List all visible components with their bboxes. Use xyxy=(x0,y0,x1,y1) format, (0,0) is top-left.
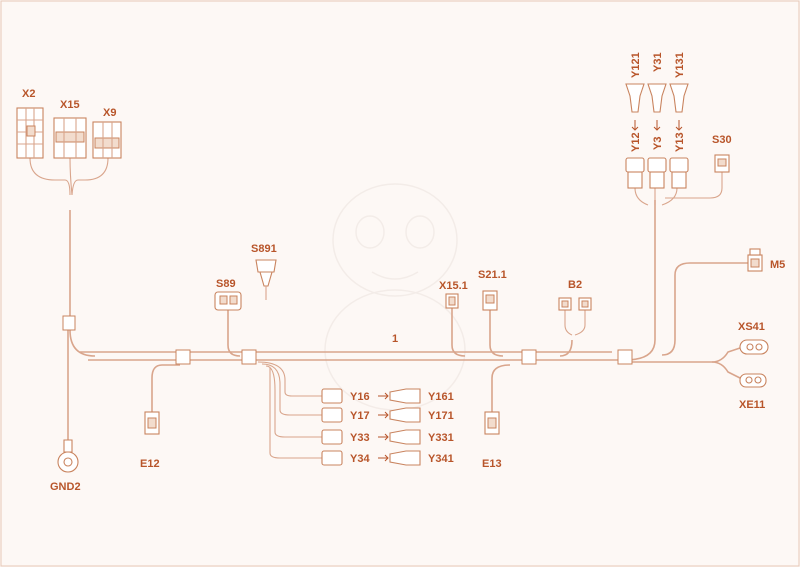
valve-plugs-y121-y31-y131 xyxy=(625,83,689,189)
label-y13: Y13 xyxy=(674,132,686,152)
label-s30: S30 xyxy=(712,134,732,146)
label-b2: B2 xyxy=(568,279,582,291)
label-y34: Y34 xyxy=(350,453,370,465)
ground-terminal-gnd2 xyxy=(57,439,79,473)
label-e13: E13 xyxy=(482,458,502,470)
label-x15: X15 xyxy=(60,99,80,111)
label-x9: X9 xyxy=(103,107,116,119)
label-y131: Y131 xyxy=(674,52,686,78)
connector-e13 xyxy=(484,411,500,435)
connector-x9 xyxy=(92,121,122,159)
connector-s21-1 xyxy=(482,290,498,311)
label-y171: Y171 xyxy=(428,410,454,422)
label-s21-1: S21.1 xyxy=(478,269,507,281)
dragon-watermark xyxy=(324,183,466,411)
label-y12: Y12 xyxy=(630,132,642,152)
harness-clips xyxy=(62,315,633,365)
connector-e12 xyxy=(144,411,160,435)
harness-wires xyxy=(29,157,748,459)
label-y341: Y341 xyxy=(428,453,454,465)
label-y161: Y161 xyxy=(428,391,454,403)
label-xe11: XE11 xyxy=(739,399,765,411)
valve-connectors-y16-y34 xyxy=(321,388,421,466)
connector-x15 xyxy=(53,117,87,159)
label-x2: X2 xyxy=(22,88,35,100)
socket-xe11 xyxy=(739,373,767,388)
label-y331: Y331 xyxy=(428,432,454,444)
label-s891: S891 xyxy=(251,243,277,255)
label-x15-1: X15.1 xyxy=(439,280,468,292)
label-y17: Y17 xyxy=(350,410,370,422)
connector-b2 xyxy=(558,297,592,311)
connector-s89 xyxy=(214,291,242,311)
label-y121: Y121 xyxy=(630,52,642,78)
label-y16: Y16 xyxy=(350,391,370,403)
connector-m5 xyxy=(747,248,763,272)
label-xs41: XS41 xyxy=(738,321,765,333)
label-y31: Y31 xyxy=(652,52,664,72)
switch-s891 xyxy=(255,259,277,300)
connector-x2 xyxy=(16,107,44,159)
component-labels: X2 X15 X9 GND2 E12 S891 S89 1 X15.1 S21.… xyxy=(22,52,785,493)
label-s89: S89 xyxy=(216,278,236,290)
connector-s30 xyxy=(714,154,730,173)
label-harness-1: 1 xyxy=(392,333,398,345)
label-m5: M5 xyxy=(770,259,785,271)
label-e12: E12 xyxy=(140,458,160,470)
label-gnd2: GND2 xyxy=(50,481,81,493)
label-y3: Y3 xyxy=(652,137,664,150)
connector-x15-1 xyxy=(445,293,459,309)
label-y33: Y33 xyxy=(350,432,370,444)
socket-xs41 xyxy=(739,339,769,355)
